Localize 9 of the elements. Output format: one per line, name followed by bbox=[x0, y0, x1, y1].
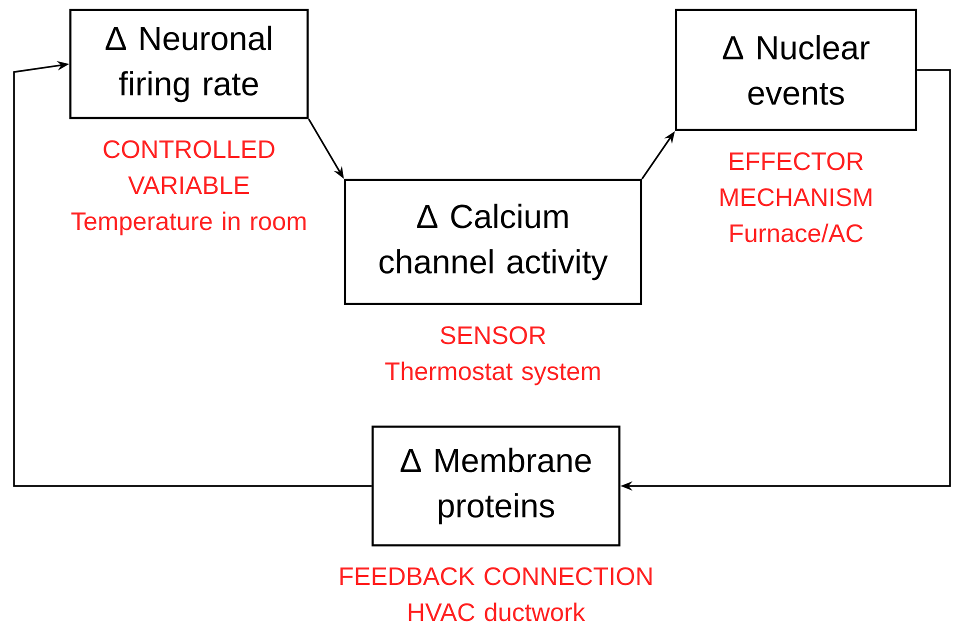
process-box: Δ Calcium channel activity bbox=[344, 178, 642, 306]
caption-text: CONTROLLED VARIABLE Temperature in room bbox=[71, 140, 306, 236]
caption-text: SENSOR Thermostat system bbox=[385, 326, 600, 386]
caption-text: EFFECTOR MECHANISM Furnace/AC bbox=[720, 152, 872, 242]
process-box: Δ Nuclear events bbox=[674, 8, 918, 132]
process-box: Δ Membrane proteins bbox=[372, 426, 620, 546]
process-box: Δ Neuronal firing rate bbox=[69, 8, 309, 120]
caption-text: FEEDBACK CONNECTION HVAC ductwork bbox=[340, 567, 652, 622]
arrow bbox=[13, 61, 372, 487]
